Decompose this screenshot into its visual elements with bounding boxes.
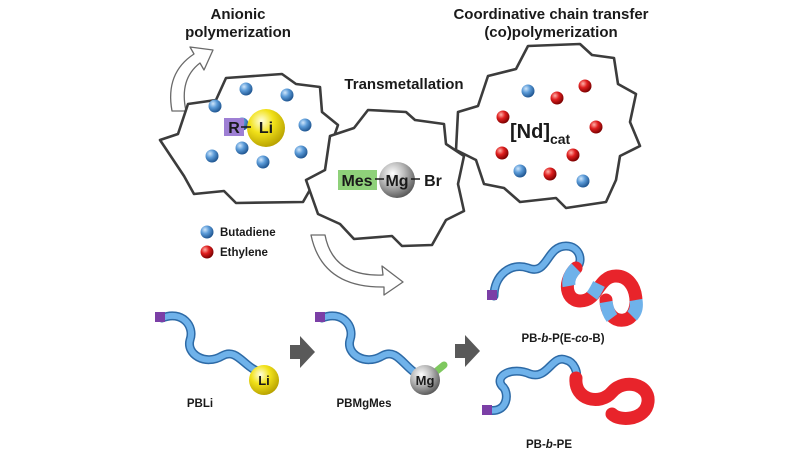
- magnesium-sphere: [379, 162, 415, 198]
- pbli-label: PBLi: [187, 398, 213, 410]
- br-label: Br: [424, 173, 442, 190]
- pbmgmes-chain-end: [315, 312, 325, 322]
- gear-coordinative: [454, 42, 642, 210]
- pbli-lithium-sphere: [249, 365, 279, 395]
- mes-group-box: [338, 170, 377, 190]
- pbmgmes-chain: Mg: [315, 311, 448, 395]
- pbmgmes-magnesium-sphere: [410, 365, 440, 395]
- monomers-right: [495, 79, 603, 188]
- block-pe-chain-end: [482, 405, 492, 415]
- curved-arrow-left-icon: [170, 46, 214, 112]
- title-anionic-line2: polymerization: [185, 24, 291, 41]
- pbli-chain: Li: [155, 311, 279, 395]
- mg-label: Mg: [385, 173, 408, 190]
- legend-ethylene: Ethylene: [200, 245, 268, 259]
- title-anionic-line1: Anionic: [211, 6, 266, 23]
- legend-butadiene-swatch: [200, 225, 214, 239]
- pbli-chain-end: [155, 312, 165, 322]
- legend-ethylene-label: Ethylene: [220, 247, 268, 259]
- copolymer-chain-end: [487, 290, 497, 300]
- lithium-sphere: [247, 109, 285, 147]
- legend-butadiene: Butadiene: [200, 225, 276, 239]
- li-label: Li: [259, 120, 273, 137]
- r-group-label: R: [228, 120, 240, 137]
- pbmgmes-label: PBMgMes: [337, 398, 392, 410]
- block-arrow-2-icon: [455, 335, 480, 367]
- mes-group-label: Mes: [341, 173, 372, 190]
- title-cct-line2: (co)polymerization: [484, 24, 617, 41]
- title-transmetallation: Transmetallation: [344, 76, 463, 93]
- nd-catalyst-label: [Nd]cat: [510, 121, 571, 147]
- block-arrow-1-icon: [290, 336, 315, 368]
- legend-butadiene-label: Butadiene: [220, 227, 276, 239]
- pbli-li-label: Li: [258, 373, 270, 388]
- pbmgmes-mg-label: Mg: [416, 373, 435, 388]
- copolymer-chain: [487, 241, 643, 327]
- r-group-box: [224, 118, 244, 136]
- block-pe-label: PB-b-PE: [526, 439, 572, 451]
- title-cct-line1: Coordinative chain transfer: [453, 6, 648, 23]
- curved-arrow-bottom-icon: [310, 234, 404, 296]
- copolymer-label: PB-b-P(E-co-B): [521, 333, 604, 345]
- legend-ethylene-swatch: [200, 245, 214, 259]
- block-pe-chain: [482, 354, 655, 425]
